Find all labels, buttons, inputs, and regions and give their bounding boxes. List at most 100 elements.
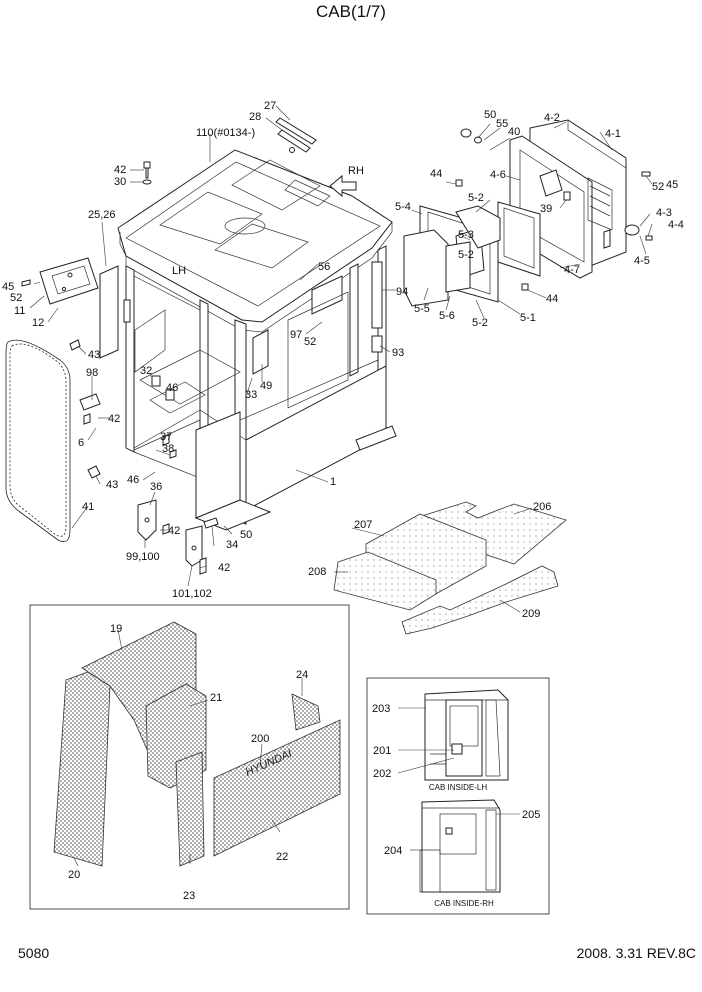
callout-32: 32 bbox=[140, 365, 152, 377]
page-number: 5080 bbox=[18, 945, 49, 961]
callout-5-4: 5-4 bbox=[395, 201, 411, 213]
callout-99-100: 99,100 bbox=[126, 551, 160, 563]
callout-52c: 52 bbox=[652, 181, 664, 193]
callout-204: 204 bbox=[384, 845, 402, 857]
callout-39: 39 bbox=[540, 203, 552, 215]
callout-19: 19 bbox=[110, 623, 122, 635]
callout-4-4: 4-4 bbox=[668, 219, 684, 231]
callout-44b: 44 bbox=[546, 293, 558, 305]
callout-42c: 42 bbox=[168, 525, 180, 537]
hardware-left bbox=[21, 279, 101, 479]
callout-41: 41 bbox=[82, 501, 94, 513]
cab-inside-lh: CAB INSIDE-LH bbox=[424, 689, 509, 792]
callout-36: 36 bbox=[150, 481, 162, 493]
rh-arrow: RH bbox=[329, 165, 364, 198]
callout-37: 37 bbox=[160, 431, 172, 443]
callout-52b: 52 bbox=[304, 336, 316, 348]
console-5 bbox=[403, 205, 501, 307]
leader-lines bbox=[29, 105, 653, 867]
callout-5-2c: 5-2 bbox=[472, 317, 488, 329]
cab-inside-rh: CAB INSIDE-RH bbox=[419, 799, 501, 908]
callout-43a: 43 bbox=[88, 349, 100, 361]
callout-206: 206 bbox=[533, 501, 551, 513]
callout-4-2: 4-2 bbox=[544, 112, 560, 124]
callout-4-5: 4-5 bbox=[634, 255, 650, 267]
callout-labels: 110(#0134-) 27 28 42 30 25,26 45 52 11 1… bbox=[2, 100, 684, 902]
callout-4-6: 4-6 bbox=[490, 169, 506, 181]
callout-42a: 42 bbox=[114, 164, 126, 176]
callout-208: 208 bbox=[308, 566, 326, 578]
callout-101-102: 101,102 bbox=[172, 588, 212, 600]
callout-5-1: 5-1 bbox=[520, 312, 536, 324]
callout-45b: 45 bbox=[666, 179, 678, 191]
callout-42b: 42 bbox=[108, 413, 120, 425]
callout-209: 209 bbox=[522, 608, 540, 620]
callout-46b: 46 bbox=[166, 382, 178, 394]
callout-4-3: 4-3 bbox=[656, 207, 672, 219]
callout-202: 202 bbox=[373, 768, 391, 780]
callout-207: 207 bbox=[354, 519, 372, 531]
callout-52a: 52 bbox=[10, 292, 22, 304]
callout-56: 56 bbox=[318, 261, 330, 273]
callout-28: 28 bbox=[249, 111, 261, 123]
cab-inside-inset-box bbox=[366, 677, 550, 915]
callout-46a: 46 bbox=[127, 474, 139, 486]
page-title: CAB(1/7) bbox=[316, 2, 386, 21]
callout-27: 27 bbox=[264, 100, 276, 112]
callout-33: 33 bbox=[245, 389, 257, 401]
callout-4-1: 4-1 bbox=[605, 128, 621, 140]
callout-40: 40 bbox=[508, 126, 520, 138]
callout-5-6: 5-6 bbox=[439, 310, 455, 322]
callout-11: 11 bbox=[14, 305, 25, 317]
hinge-part bbox=[275, 117, 317, 153]
callout-12: 12 bbox=[32, 317, 44, 329]
bolt-top bbox=[142, 161, 152, 185]
callout-110: 110(#0134-) bbox=[196, 127, 255, 139]
callout-50b: 50 bbox=[484, 109, 496, 121]
floor-mats bbox=[333, 501, 567, 635]
callout-49: 49 bbox=[260, 380, 272, 392]
callout-50a: 50 bbox=[240, 529, 252, 541]
callout-5-2b: 5-2 bbox=[458, 249, 474, 261]
callout-94: 94 bbox=[396, 286, 408, 298]
caption-cab-inside-rh: CAB INSIDE-RH bbox=[434, 899, 494, 908]
console-4 bbox=[497, 119, 640, 279]
shade-panels: HYUNDAI bbox=[53, 621, 341, 867]
callout-30: 30 bbox=[114, 176, 126, 188]
callout-203: 203 bbox=[372, 703, 390, 715]
callout-5-3: 5-3 bbox=[458, 229, 474, 241]
callout-5-5: 5-5 bbox=[414, 303, 430, 315]
callout-21: 21 bbox=[210, 692, 222, 704]
callout-1: 1 bbox=[330, 476, 336, 488]
callout-205: 205 bbox=[522, 809, 540, 821]
rh-label: RH bbox=[348, 165, 364, 177]
callout-43b: 43 bbox=[106, 479, 118, 491]
callout-20: 20 bbox=[68, 869, 80, 881]
callout-201: 201 bbox=[373, 745, 391, 757]
callout-24: 24 bbox=[296, 669, 308, 681]
lh-label: LH bbox=[172, 265, 186, 277]
console-hardware bbox=[455, 128, 653, 291]
door-seal-41 bbox=[5, 339, 71, 543]
cab-frame bbox=[99, 149, 397, 531]
callout-25-26: 25,26 bbox=[88, 209, 116, 221]
callout-200: 200 bbox=[251, 733, 269, 745]
side-cover-11 bbox=[39, 257, 99, 305]
callout-23: 23 bbox=[183, 890, 195, 902]
callout-4-7: 4-7 bbox=[564, 264, 580, 276]
callout-34: 34 bbox=[226, 539, 238, 551]
callout-6: 6 bbox=[78, 437, 84, 449]
callout-5-2a: 5-2 bbox=[468, 192, 484, 204]
callout-93: 93 bbox=[392, 347, 404, 359]
callout-45a: 45 bbox=[2, 281, 14, 293]
callout-44a: 44 bbox=[430, 168, 442, 180]
callout-22: 22 bbox=[276, 851, 288, 863]
callout-55: 55 bbox=[496, 118, 508, 130]
revision-date: 2008. 3.31 REV.8C bbox=[577, 945, 696, 961]
shade-inset-box bbox=[29, 604, 350, 910]
caption-cab-inside-lh: CAB INSIDE-LH bbox=[429, 783, 487, 792]
callout-38: 38 bbox=[162, 443, 174, 455]
brackets bbox=[137, 434, 219, 575]
callout-97: 97 bbox=[290, 329, 302, 341]
